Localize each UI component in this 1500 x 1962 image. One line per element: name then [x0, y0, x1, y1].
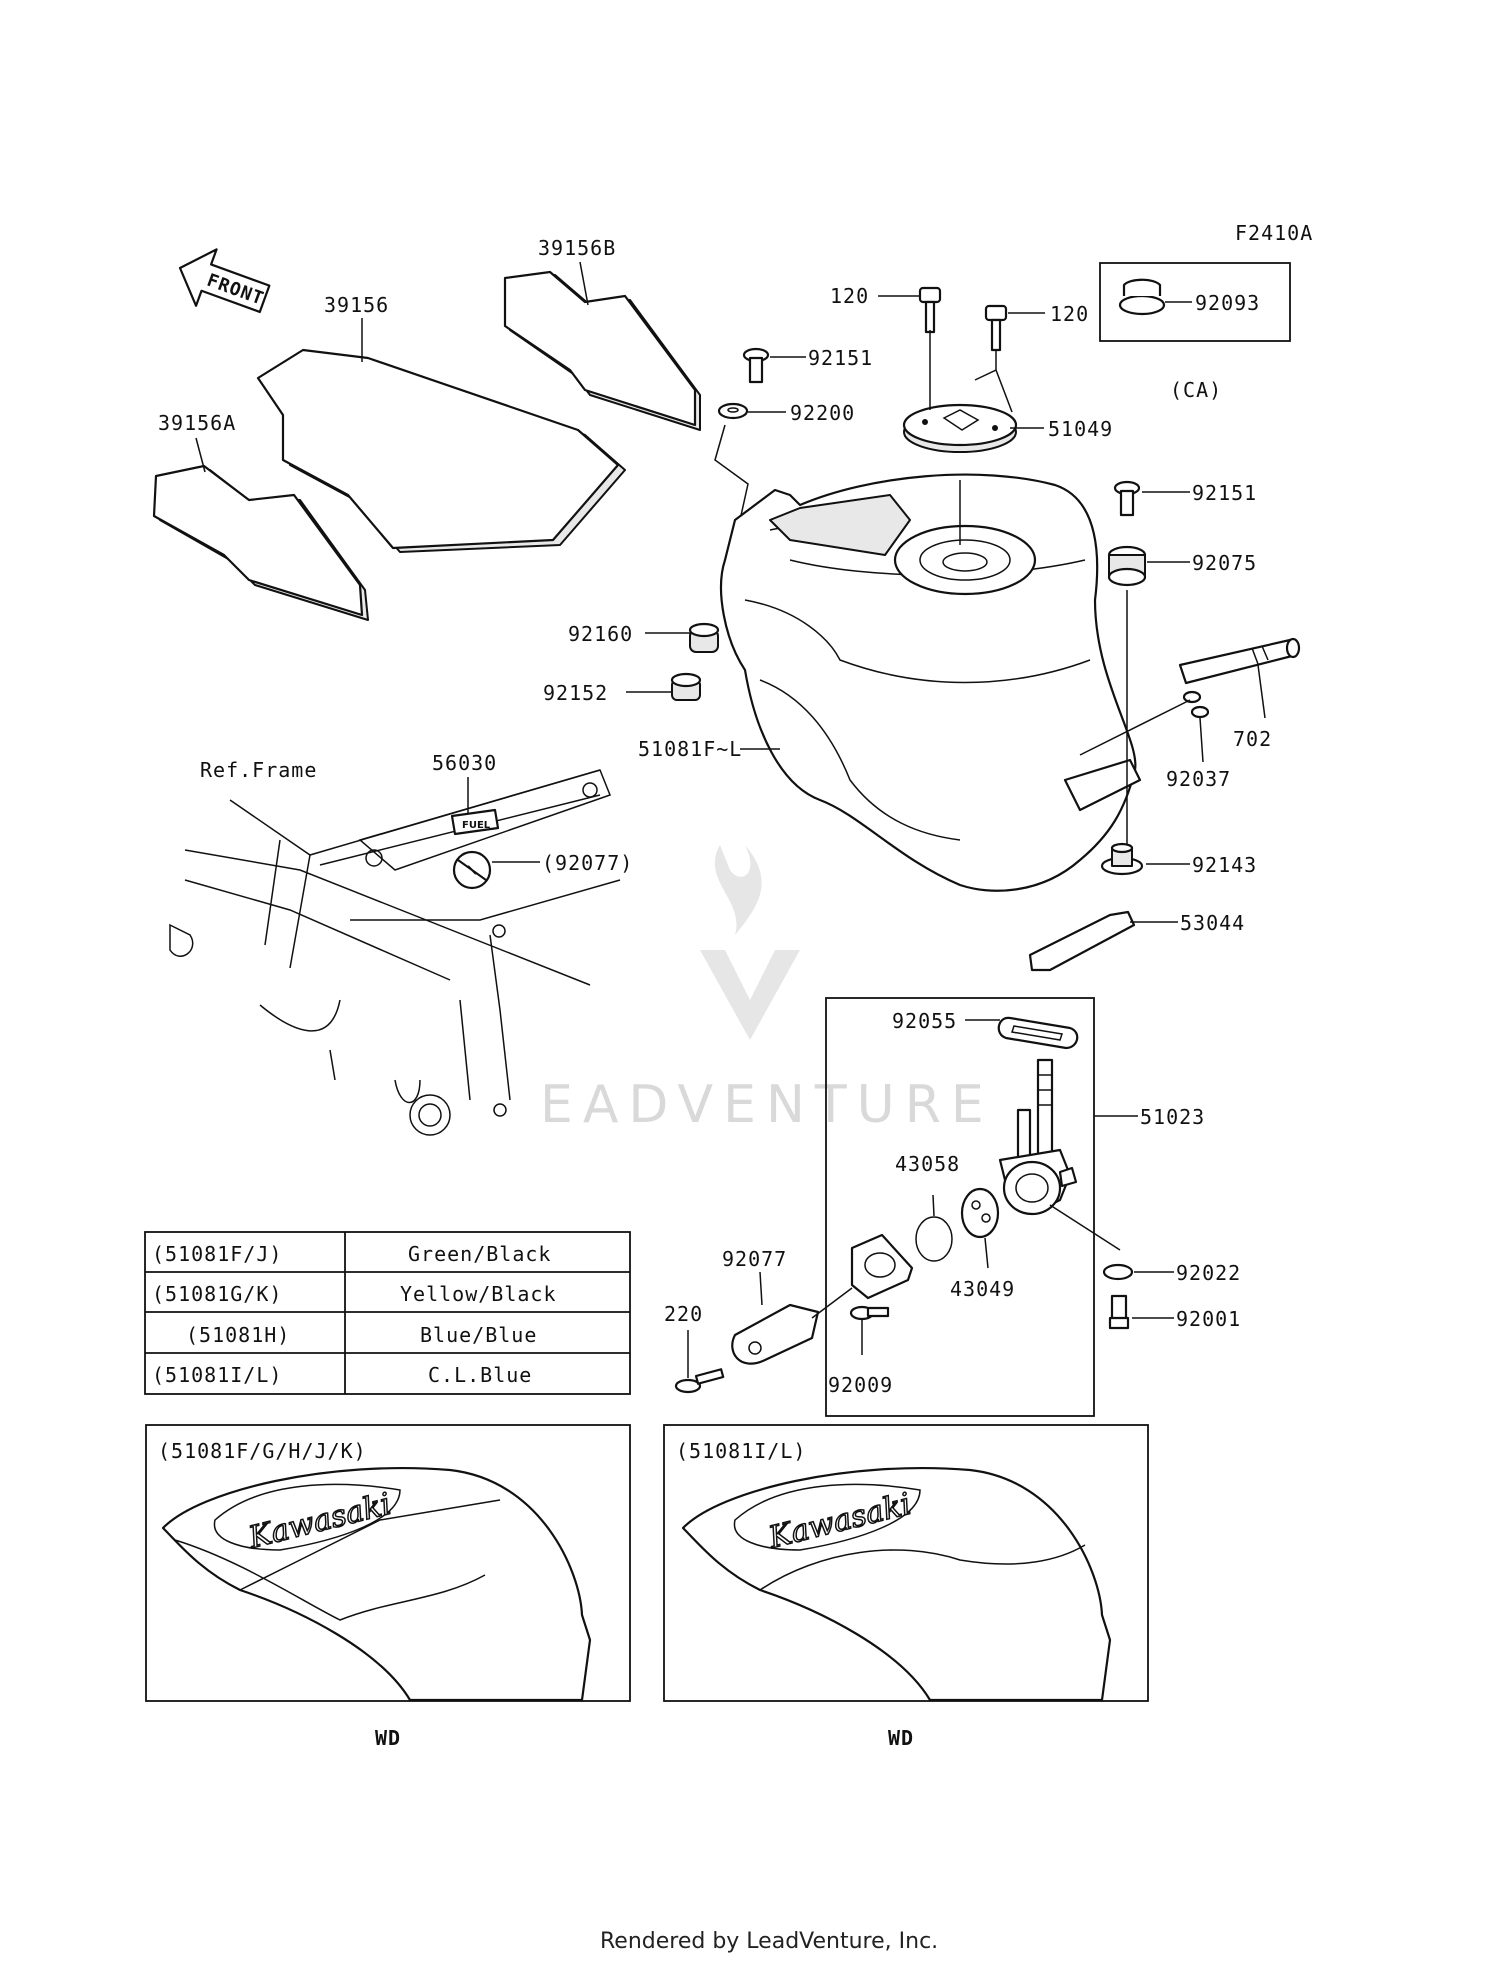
clip-92037 — [1182, 690, 1210, 719]
damper-92152 — [670, 672, 702, 701]
label-92037: 92037 — [1166, 767, 1231, 791]
label-92077-ref: (92077) — [542, 851, 633, 875]
label-43049: 43049 — [950, 1277, 1015, 1301]
fuel-cock-body — [998, 1058, 1078, 1216]
label-43058: 43058 — [895, 1152, 960, 1176]
table-code-4: (51081I/L) — [152, 1363, 282, 1387]
table-color-1: Green/Black — [408, 1242, 551, 1266]
label-220: 220 — [664, 1302, 703, 1326]
watermark-text: EADVENTURE — [540, 1075, 994, 1135]
label-51023: 51023 — [1140, 1105, 1205, 1129]
label-56030: 56030 — [432, 751, 497, 775]
pad-39156b — [503, 270, 701, 431]
pad-39156a — [152, 464, 369, 621]
grommet-92093 — [1118, 278, 1166, 316]
fuel-cap-51049 — [902, 403, 1018, 453]
label-92160: 92160 — [568, 622, 633, 646]
front-arrow-icon: FRONT — [178, 248, 271, 314]
label-51049: 51049 — [1048, 417, 1113, 441]
washer-92022 — [1102, 1263, 1134, 1281]
color-table: (51081F/J) Green/Black (51081G/K) Yellow… — [144, 1231, 631, 1395]
figure-code: F2410A — [1235, 221, 1313, 245]
fuel-decal-56030: FUEL — [450, 808, 500, 836]
o-ring-43058 — [915, 1216, 953, 1262]
variant-panel-2: (51081I/L) Kawasaki WD — [663, 1424, 1149, 1750]
label-53044: 53044 — [1180, 911, 1245, 935]
variant-2-code: (51081I/L) — [676, 1439, 806, 1463]
leadventure-watermark: EADVENTURE — [540, 845, 994, 1135]
screw-220 — [674, 1368, 725, 1394]
label-92143: 92143 — [1192, 853, 1257, 877]
variant-2-caption: WD — [888, 1726, 914, 1750]
label-92151-upper: 92151 — [808, 346, 873, 370]
label-92151-right: 92151 — [1192, 481, 1257, 505]
bolt-92151-right — [1113, 480, 1141, 517]
label-92055: 92055 — [892, 1009, 957, 1033]
label-120-right: 120 — [1050, 302, 1089, 326]
ca-label: (CA) — [1170, 378, 1222, 402]
table-color-4: C.L.Blue — [428, 1363, 532, 1387]
lever-92077 — [731, 1303, 820, 1365]
label-92093: 92093 — [1195, 291, 1260, 315]
label-39156b: 39156B — [538, 236, 616, 260]
label-92200: 92200 — [790, 401, 855, 425]
lever-plate — [850, 1233, 914, 1300]
label-39156: 39156 — [324, 293, 389, 317]
table-code-3: (51081H) — [186, 1323, 290, 1347]
ca-box — [1099, 262, 1291, 342]
table-code-1: (51081F/J) — [152, 1242, 282, 1266]
fuel-decal-text: FUEL — [462, 820, 491, 831]
label-92009: 92009 — [828, 1373, 893, 1397]
band-53044 — [1028, 910, 1136, 972]
label-702: 702 — [1233, 727, 1272, 751]
label-51081: 51081F~L — [638, 737, 742, 761]
fuel-tank-51081 — [719, 473, 1142, 892]
bolt-120-left — [918, 286, 942, 334]
washer-92200 — [717, 402, 749, 420]
fuel-cock-box-51023 — [825, 997, 1095, 1417]
table-color-2: Yellow/Black — [400, 1282, 557, 1306]
gasket-92055 — [997, 1016, 1079, 1050]
table-code-2: (51081G/K) — [152, 1282, 282, 1306]
pad-39156 — [256, 348, 626, 553]
bolt-120-right — [984, 304, 1008, 352]
footer-credit: Rendered by LeadVenture, Inc. — [600, 1929, 938, 1954]
label-92152: 92152 — [543, 681, 608, 705]
screw-92009 — [849, 1305, 890, 1321]
variant-panel-1: (51081F/G/H/J/K) Kawasaki WD — [145, 1424, 631, 1750]
label-92077: 92077 — [722, 1247, 787, 1271]
grommet-92160 — [688, 622, 720, 653]
variant-1-code: (51081F/G/H/J/K) — [158, 1439, 367, 1463]
bolt-92001 — [1108, 1294, 1130, 1330]
lever-ref-92077 — [452, 850, 492, 890]
table-color-3: Blue/Blue — [420, 1323, 537, 1347]
grommet-92075 — [1107, 545, 1147, 587]
collar-92143 — [1100, 842, 1144, 876]
label-120-left: 120 — [830, 284, 869, 308]
label-92075: 92075 — [1192, 551, 1257, 575]
gasket-43049 — [960, 1187, 1000, 1239]
hose-702 — [1178, 637, 1301, 685]
variant-1-caption: WD — [375, 1726, 401, 1750]
bolt-92151-upper — [742, 347, 770, 384]
label-92001: 92001 — [1176, 1307, 1241, 1331]
label-39156a: 39156A — [158, 411, 236, 435]
ref-frame-label: Ref.Frame — [200, 758, 317, 782]
label-92022: 92022 — [1176, 1261, 1241, 1285]
